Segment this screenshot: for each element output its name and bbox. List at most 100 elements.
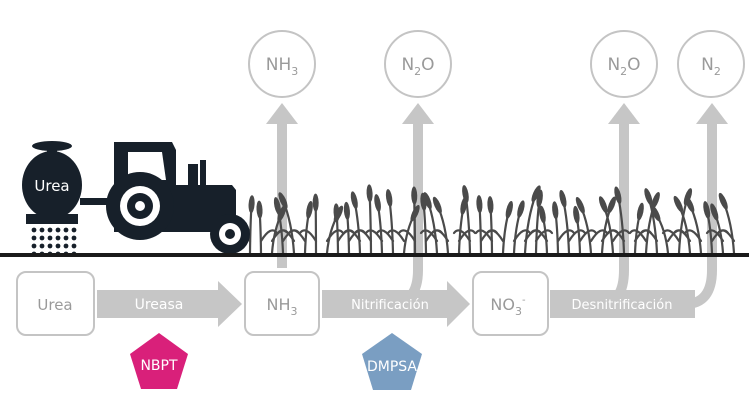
urea-granule — [63, 227, 69, 233]
box-nh3-base: NH — [267, 295, 291, 314]
crop-grain-head — [598, 196, 608, 214]
urea-granule — [47, 227, 53, 233]
crop-grain-head — [350, 191, 358, 210]
crop-leaf — [672, 229, 692, 243]
urea-granule — [55, 227, 61, 233]
box-no3-sub: 3 — [515, 305, 522, 318]
crop-leaf — [342, 229, 362, 243]
gas-circle-n2o-b: N2O — [590, 30, 658, 98]
urea-granules — [31, 227, 77, 257]
urea-granule — [55, 243, 61, 249]
crop-grain-head — [718, 192, 728, 210]
crop-grain-head — [374, 194, 381, 212]
urea-granule — [39, 227, 45, 233]
crop-leaf — [683, 229, 703, 243]
crop-grain-head — [650, 205, 661, 222]
gas-n2o-b-tail: O — [627, 55, 640, 75]
urea-granule — [55, 235, 61, 241]
crop-grain-head — [333, 203, 340, 222]
arrow-nitrificacion: Nitrificación — [322, 281, 470, 327]
crop-leaf — [716, 229, 736, 243]
compound-boxes: Urea NH3 NO3- — [16, 271, 549, 336]
inhibitor-nbpt: NBPT — [130, 333, 188, 389]
crop-leaf — [639, 229, 659, 243]
crop-leaf — [397, 229, 417, 243]
crop-grain-head — [487, 196, 494, 215]
crop-grain-head — [248, 195, 255, 214]
tank-label: Urea — [34, 177, 69, 195]
crop-grain-head — [256, 200, 263, 219]
crop-leaf — [386, 229, 406, 243]
box-no3: NO3- — [472, 271, 549, 336]
crop-stalk — [722, 200, 736, 255]
svg-text:NO3-: NO3- — [490, 295, 526, 318]
urea-tank: Urea — [22, 141, 82, 224]
crop-leaf — [512, 229, 532, 243]
crop-grain-head — [385, 189, 393, 207]
gas-n2o-a-sub: 2 — [414, 65, 421, 78]
process-arrows: Ureasa Nitrificación Desnitrificación — [97, 281, 695, 327]
crop-grain-head — [644, 188, 653, 206]
crop-grain-head — [273, 197, 281, 215]
box-no3-base: NO — [490, 295, 515, 314]
crop-leaf — [419, 229, 439, 243]
crop-grain-head — [476, 195, 483, 214]
tractor-illustration: Urea — [22, 141, 250, 254]
crop-grain-head — [559, 189, 567, 208]
crop-stalk — [523, 192, 538, 255]
urea-granule — [63, 243, 69, 249]
crop-grain-head — [536, 189, 543, 208]
gas-n2o-b-sub: 2 — [620, 65, 627, 78]
box-urea-label: Urea — [37, 296, 72, 314]
crop-grain-head — [607, 196, 616, 214]
crop-grain-head — [614, 186, 622, 205]
urea-granule — [31, 235, 37, 241]
crop-leaf — [325, 229, 345, 243]
crop-grain-head — [411, 186, 418, 205]
crop-grain-head — [432, 196, 442, 214]
crop-grain-head — [575, 196, 585, 214]
crop-grain-head — [684, 195, 695, 213]
urea-granule — [47, 243, 53, 249]
gas-n2-base: N — [701, 55, 714, 75]
crop-grain-head — [343, 201, 350, 220]
crop-leaf — [705, 229, 725, 243]
urea-granule — [47, 235, 53, 241]
crop-leaf — [628, 229, 648, 243]
crop-grain-head — [505, 201, 513, 219]
urea-granule — [63, 235, 69, 241]
arrow-ureasa: Ureasa — [97, 281, 242, 327]
urea-granule — [39, 235, 45, 241]
crop-leaf — [606, 229, 626, 243]
crop-grain-head — [366, 184, 373, 203]
crop-grain-head — [517, 200, 525, 218]
crop-grain-head — [278, 192, 288, 209]
crop-leaf — [430, 229, 450, 243]
crop-grain-head — [651, 192, 660, 209]
urea-granule — [31, 243, 37, 249]
crop-grain-head — [710, 203, 719, 221]
box-nh3: NH3 — [244, 271, 320, 336]
crop-grain-head — [531, 185, 541, 202]
svg-text:N2O: N2O — [607, 55, 640, 78]
gas-circle-nh3: NH3 — [248, 30, 316, 98]
crop-leaf — [287, 229, 307, 243]
crop-grain-head — [552, 201, 559, 220]
crop-leaf — [298, 229, 318, 243]
urea-granule — [71, 227, 77, 233]
crop-grain-head — [573, 205, 580, 224]
urea-granule — [71, 235, 77, 241]
ground-line — [0, 253, 749, 257]
svg-text:N2: N2 — [701, 55, 721, 78]
gas-n2o-a-base: N — [401, 55, 414, 75]
crop-leaf — [353, 229, 373, 243]
crop-leaf — [457, 229, 477, 243]
process-desnitrificacion-label: Desnitrificación — [572, 298, 673, 313]
crop-grain-head — [312, 193, 319, 212]
crop-leaf — [375, 229, 395, 243]
crop-field-illustration — [232, 184, 736, 255]
urea-granule — [31, 227, 37, 233]
crop-grain-head — [673, 195, 684, 213]
gas-circle-n2o-a: N2O — [384, 30, 452, 98]
